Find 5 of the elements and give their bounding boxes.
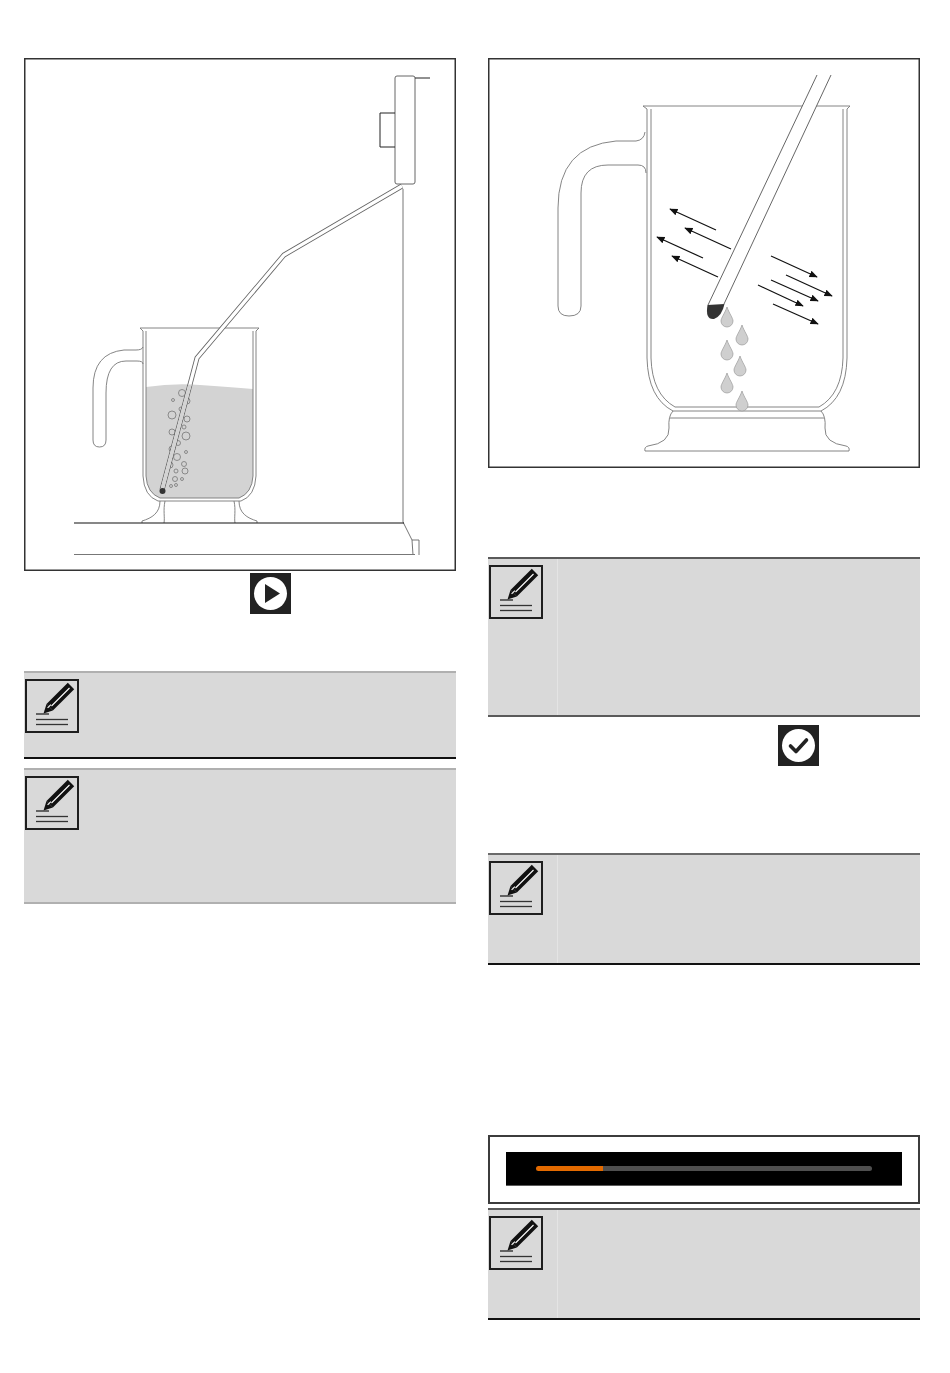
note-panel — [488, 1208, 920, 1320]
note-panel — [24, 768, 456, 904]
note-panel — [488, 853, 920, 965]
note-panel — [24, 671, 456, 759]
note-panel — [488, 557, 920, 717]
